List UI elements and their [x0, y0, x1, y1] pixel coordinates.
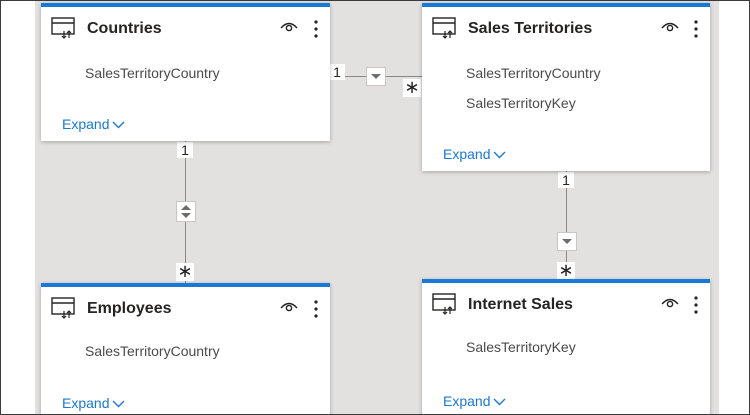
table-icon [51, 17, 75, 39]
expand-button[interactable]: Expand [443, 146, 506, 162]
bidirectional-filter-arrow-icon[interactable] [176, 201, 196, 222]
cardinality-many-label: ∗ [403, 77, 421, 97]
table-icon [51, 297, 75, 319]
expand-button[interactable]: Expand [62, 116, 125, 132]
relationship-line-territories-internetsales[interactable] [566, 171, 567, 279]
table-title: Internet Sales [468, 296, 573, 313]
expand-label: Expand [443, 146, 491, 162]
eye-icon[interactable] [661, 21, 679, 33]
filter-arrow-icon[interactable] [557, 232, 577, 251]
expand-button[interactable]: Expand [443, 393, 506, 409]
table-card-employees[interactable]: Employees SalesTerritoryCountry Expand [41, 283, 330, 414]
model-canvas[interactable]: 1 ∗ 1 ∗ 1 ∗ Countries SalesTerritoryCoun… [35, 1, 719, 414]
more-options-icon[interactable] [313, 19, 319, 39]
cardinality-one-label: 1 [558, 172, 574, 188]
table-card-sales-territories[interactable]: Sales Territories SalesTerritoryCountry … [422, 3, 710, 171]
chevron-down-icon [112, 400, 125, 408]
expand-label: Expand [62, 116, 110, 132]
cardinality-one-label: 1 [329, 64, 345, 80]
cardinality-many-label: ∗ [557, 260, 575, 280]
table-title: Employees [87, 300, 172, 317]
field-item[interactable]: SalesTerritoryCountry [85, 343, 220, 359]
table-card-countries[interactable]: Countries SalesTerritoryCountry Expand [41, 3, 330, 141]
expand-button[interactable]: Expand [62, 395, 125, 411]
card-header[interactable]: Countries [41, 7, 330, 45]
table-card-internet-sales[interactable]: Internet Sales SalesTerritoryKey Expand [422, 279, 710, 414]
expand-label: Expand [443, 393, 491, 409]
field-item[interactable]: SalesTerritoryKey [466, 339, 576, 355]
expand-label: Expand [62, 395, 110, 411]
card-header[interactable]: Sales Territories [422, 7, 710, 45]
table-icon [432, 17, 456, 39]
field-item[interactable]: SalesTerritoryKey [466, 95, 576, 111]
cardinality-many-label: ∗ [176, 261, 194, 281]
filter-arrow-icon[interactable] [366, 67, 386, 86]
eye-icon[interactable] [280, 301, 298, 313]
eye-icon[interactable] [661, 297, 679, 309]
chevron-down-icon [493, 151, 506, 159]
table-title: Countries [87, 20, 162, 37]
more-options-icon[interactable] [693, 19, 699, 39]
card-header[interactable]: Internet Sales [422, 283, 710, 321]
table-title: Sales Territories [468, 20, 593, 37]
chevron-down-icon [493, 398, 506, 406]
more-options-icon[interactable] [313, 299, 319, 319]
more-options-icon[interactable] [693, 295, 699, 315]
chevron-down-icon [112, 121, 125, 129]
field-item[interactable]: SalesTerritoryCountry [85, 65, 220, 81]
table-icon [432, 293, 456, 315]
cardinality-one-label: 1 [177, 142, 193, 158]
eye-icon[interactable] [280, 21, 298, 33]
field-item[interactable]: SalesTerritoryCountry [466, 65, 601, 81]
card-header[interactable]: Employees [41, 287, 330, 325]
